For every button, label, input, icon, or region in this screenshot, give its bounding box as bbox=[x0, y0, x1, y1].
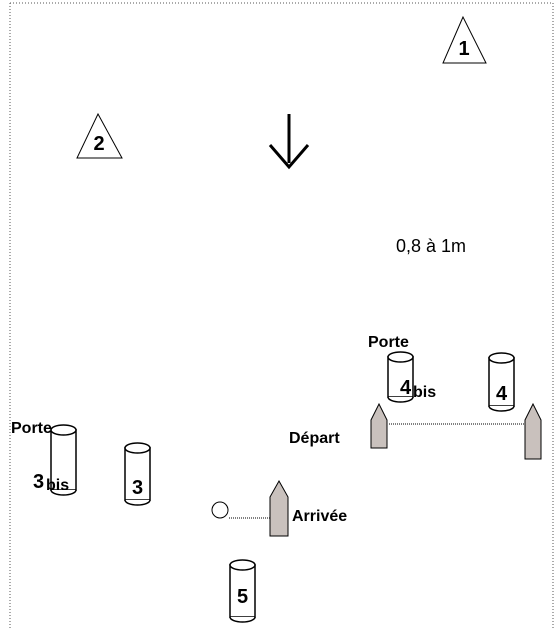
buoy-4bis-number: 4 bbox=[400, 377, 412, 399]
buoy-4-number: 4 bbox=[496, 383, 508, 405]
marker-1-label: 1 bbox=[458, 38, 469, 60]
buoy-body bbox=[124, 447, 151, 501]
marker-2: 2 bbox=[76, 112, 123, 159]
buoy-5: 5 bbox=[229, 559, 256, 623]
marker-1: 1 bbox=[442, 15, 487, 64]
arrivee-circle bbox=[211, 501, 229, 519]
buoy-body bbox=[488, 357, 515, 407]
porte-label-left: Porte bbox=[11, 420, 52, 437]
depart-label: Départ bbox=[289, 430, 340, 447]
arrivee-post bbox=[269, 479, 289, 537]
depart-post-right bbox=[524, 402, 542, 460]
distance-label: 0,8 à 1m bbox=[396, 236, 466, 256]
buoy-3-number: 3 bbox=[132, 477, 143, 499]
buoy-3bis-number: 3 bbox=[33, 471, 44, 493]
buoy-3: 3 bbox=[124, 442, 151, 506]
buoy-top bbox=[124, 442, 151, 454]
buoy-4: 4 bbox=[488, 352, 515, 412]
buoy-top bbox=[488, 352, 515, 364]
buoy-top bbox=[50, 424, 77, 436]
triangle-icon bbox=[76, 112, 123, 159]
buoy-top bbox=[229, 559, 256, 571]
triangle-icon bbox=[442, 15, 487, 64]
buoy-3bis-suffix: bis bbox=[46, 477, 69, 494]
depart-post-left bbox=[370, 402, 388, 449]
marker-2-label: 2 bbox=[93, 133, 104, 155]
arrivee-label: Arrivée bbox=[292, 508, 347, 525]
buoy-4bis-suffix: bis bbox=[413, 384, 436, 401]
buoy-4bis: 4 bis bbox=[387, 351, 436, 403]
porte-label-right: Porte bbox=[368, 334, 409, 351]
buoy-3bis: 3 bis bbox=[33, 424, 77, 496]
buoy-top bbox=[387, 351, 414, 363]
buoy-body bbox=[50, 429, 77, 491]
buoy-5-number: 5 bbox=[237, 586, 248, 608]
down-arrow-icon bbox=[268, 114, 310, 170]
